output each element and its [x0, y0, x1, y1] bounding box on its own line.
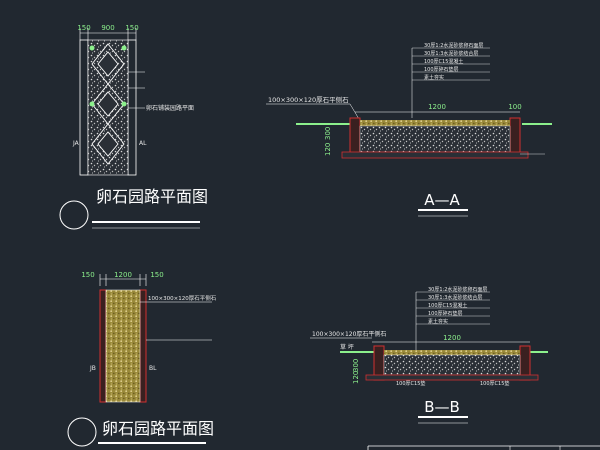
section-aa-height-dim-2: 120: [324, 143, 332, 156]
plan-bottom-curb-right: [139, 289, 147, 403]
plan-bottom: 150 1200 150 100×300×120厚石平侧石 JB BL 卵石园路…: [67, 271, 217, 447]
plan-top-border-left: [79, 39, 89, 176]
section-aa-curb-left: [349, 117, 361, 157]
section-aa-width-dim: 1200: [428, 103, 446, 111]
plan-top-note: 卵石铺装园路平面: [146, 104, 194, 112]
title-block-fragment: [367, 445, 600, 450]
section-aa: 30厚1:2水泥砂浆卵石面层 30厚1:3水泥砂浆结合层 100厚C15混凝土 …: [266, 42, 552, 217]
section-aa-base: [359, 125, 511, 153]
plan-bottom-title: 卵石园路平面图: [102, 419, 214, 438]
section-bb-layer-notes: 30厚1:2水泥砂浆卵石面层 30厚1:3水泥砂浆结合层 100厚C15混凝土 …: [416, 286, 490, 325]
section-aa-layer-4: 100厚碎石垫层: [424, 66, 459, 73]
section-bb-bottom-note-left: 100厚C15垫: [396, 380, 425, 387]
section-bb-layer-3: 100厚C15混凝土: [428, 302, 467, 309]
section-bb-height-dim-1: 300: [352, 359, 360, 372]
section-bb-curb-note: 100×300×120厚石平侧石: [312, 330, 386, 338]
plan-bottom-curb-left: [99, 289, 107, 403]
plan-bottom-note: 100×300×120厚石平侧石: [148, 294, 217, 302]
plan-top: 150 900 150 卵石铺装园路平面 JA AL 卵石园: [59, 24, 208, 230]
section-aa-curb-right: [509, 117, 521, 157]
plan-bottom-index-circle: [67, 417, 97, 447]
section-bb-layer-5: 素土夯实: [428, 318, 448, 325]
section-aa-layer-5: 素土夯实: [424, 74, 444, 81]
plan-bottom-side-left: JB: [89, 365, 96, 372]
plan-top-dim-left: 150: [77, 24, 90, 32]
plan-bottom-dim-left: 150: [81, 271, 94, 279]
section-aa-height-dim-1: 300: [324, 127, 332, 140]
section-aa-layer-notes: 30厚1:2水泥砂浆卵石面层 30厚1:3水泥砂浆结合层 100厚C15混凝土 …: [412, 42, 490, 81]
plan-bottom-dim-right: 150: [150, 271, 163, 279]
section-bb-layer-4: 100厚碎石垫层: [428, 310, 463, 317]
section-bb-label: B—B: [424, 398, 460, 416]
plan-bottom-side-right: BL: [149, 365, 157, 372]
section-bb-base: [383, 354, 521, 376]
section-bb: 30厚1:2水泥砂浆卵石面层 30厚1:3水泥砂浆结合层 100厚C15混凝土 …: [310, 286, 548, 424]
section-bb-bottom-note-right: 100厚C15垫: [480, 380, 509, 387]
section-bb-surface: [384, 350, 520, 355]
plan-top-dim-middle: 900: [101, 24, 114, 32]
section-bb-height-dim-2: 120: [352, 371, 360, 384]
plan-top-index-circle: [59, 200, 89, 230]
plan-top-side-right: AL: [139, 140, 147, 147]
section-aa-layer-1: 30厚1:2水泥砂浆卵石面层: [424, 42, 483, 49]
plan-bottom-pebble-field: [105, 289, 141, 403]
section-bb-left-note: 草 坪: [340, 343, 354, 351]
plan-top-diamond-pattern: [91, 43, 125, 165]
section-bb-width-dim: 1200: [443, 334, 461, 342]
section-aa-layer-3: 100厚C15混凝土: [424, 58, 463, 65]
section-bb-footing: [365, 374, 539, 381]
plan-top-dim-right: 150: [125, 24, 138, 32]
plan-top-title: 卵石园路平面图: [96, 187, 208, 206]
plan-top-dimensions: 150 900 150: [77, 24, 139, 40]
section-aa-label: A—A: [424, 191, 460, 209]
section-aa-footing: [341, 151, 529, 159]
plan-bottom-dim-middle: 1200: [114, 271, 132, 279]
section-aa-surface: [360, 120, 510, 126]
section-bb-layer-1: 30厚1:2水泥砂浆卵石面层: [428, 286, 487, 293]
section-aa-layer-2: 30厚1:3水泥砂浆结合层: [424, 50, 478, 57]
section-aa-curb-note: 100×300×120厚石平侧石: [268, 95, 349, 104]
plan-top-border-right: [127, 39, 137, 176]
section-aa-edge-dim: 100: [508, 103, 521, 111]
plan-top-side-left: JA: [72, 140, 80, 147]
plan-bottom-dimensions: 150 1200 150: [81, 271, 164, 286]
section-bb-layer-2: 30厚1:3水泥砂浆结合层: [428, 294, 482, 301]
